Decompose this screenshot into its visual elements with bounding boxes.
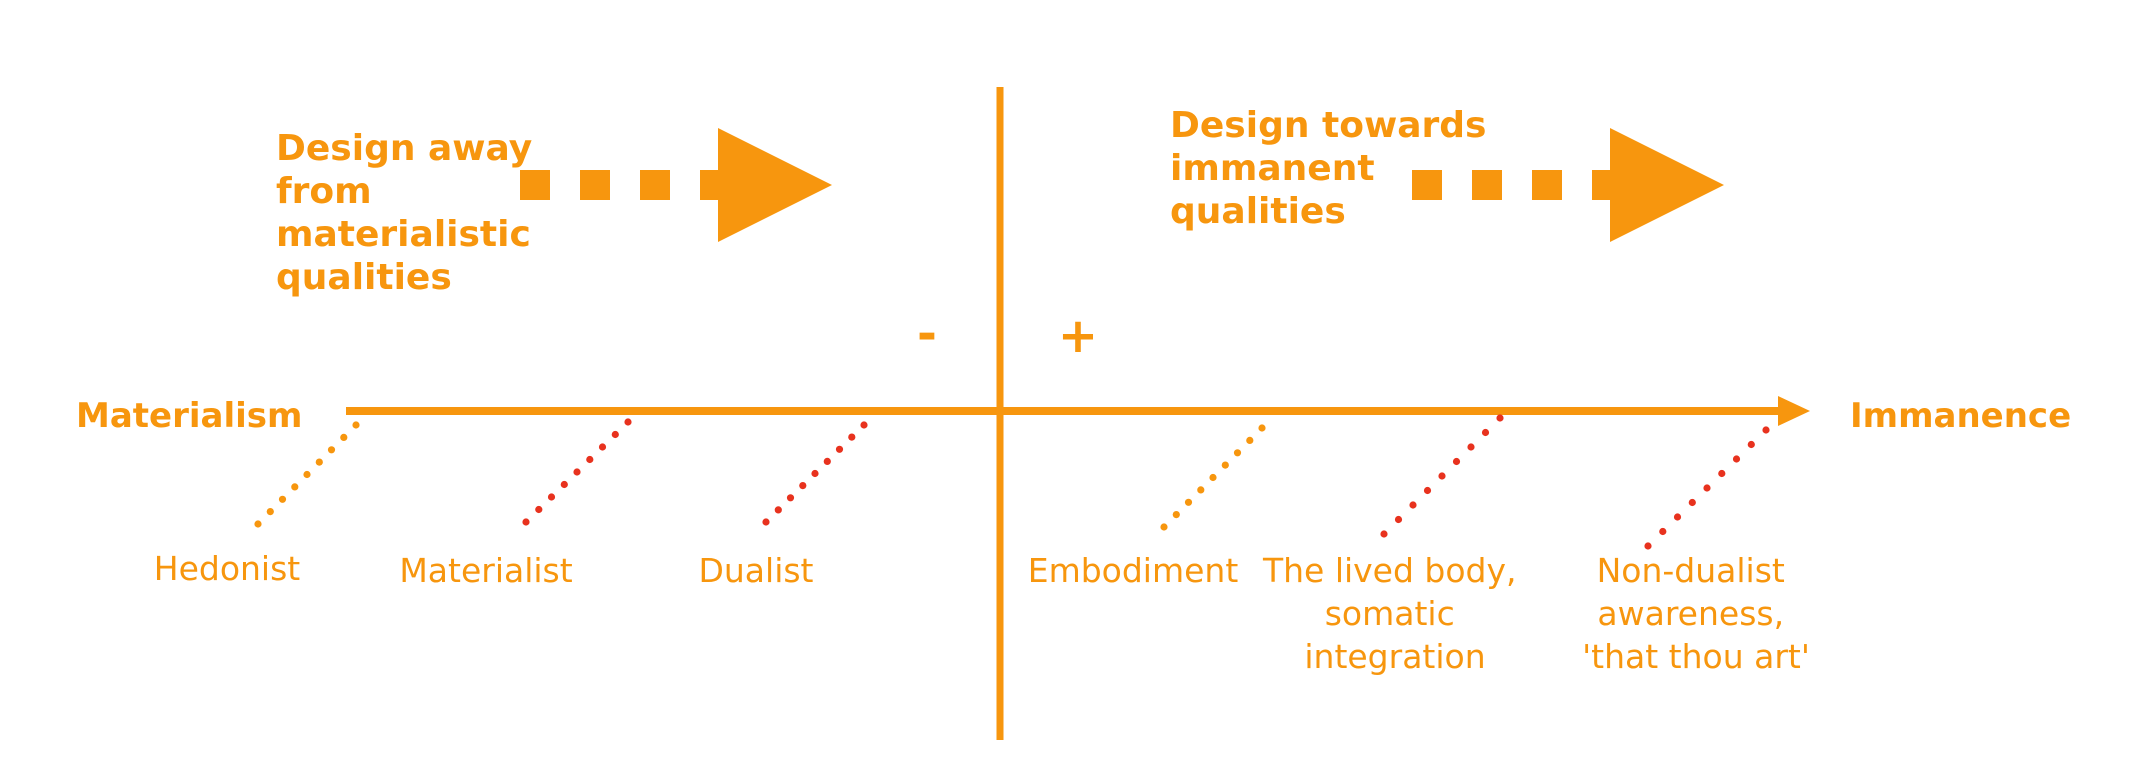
leader-dot [611,430,619,439]
leader-dot [1467,443,1475,451]
leader-dot [598,443,607,451]
leader-dot [1184,498,1193,506]
axis-left-label: Materialism [76,396,302,436]
negative-sign: - [917,306,937,362]
left-heading: Design away from materialistic qualities [276,128,545,298]
leader-dot [1209,473,1217,482]
leader-dot [278,495,287,503]
leader-dot [1197,486,1205,494]
leader-dot [266,508,274,516]
leader-dot [254,520,262,528]
leader-dot [1452,457,1461,466]
leader-dot [1718,469,1726,478]
leader-dot [1394,515,1403,524]
leader-dot [1659,527,1667,536]
leader-dot [1380,530,1388,538]
stage-leader-non-dualist [1644,426,1770,550]
leader-dot [1233,449,1242,457]
leader-dot [327,446,336,454]
leader-dot [848,433,856,441]
leader-dot [624,418,632,426]
leader-dot [799,482,807,490]
leader-dot [303,470,311,479]
leader-dot [1409,501,1417,509]
leader-dot [573,468,581,476]
leader-dot [291,483,299,491]
leader-dot [1481,428,1490,437]
leader-dot [1703,484,1711,492]
leader-dot [835,445,844,453]
leader-dot [535,505,543,514]
leader-dot [340,433,348,441]
axis-arrowhead [1778,396,1810,426]
leader-dot [1221,461,1229,469]
leader-dot [1673,513,1682,521]
leader-dot [786,494,795,502]
leader-dot [1246,436,1254,444]
positive-sign: + [1058,308,1098,364]
stage-label-dualist: Dualist [698,551,813,590]
right-heading: Design towards immanent qualities [1170,105,1499,232]
stage-leader-embodiment [1160,424,1266,531]
left-dotted-arrow [520,128,832,242]
leader-dot [1496,414,1504,422]
leader-dot [547,493,556,501]
stage-leader-materialist [522,418,632,526]
leader-dot [774,506,782,514]
leader-dot [1172,510,1180,519]
axis-right-label: Immanence [1850,396,2071,436]
leader-dot [315,458,323,466]
leader-dot [860,421,868,429]
leader-dot [586,455,594,464]
leader-dot [1160,523,1168,531]
leader-dot [1747,440,1755,449]
stage-label-embodiment: Embodiment [1028,551,1239,590]
leader-dot [560,480,568,489]
stage-leader-lived-body [1380,414,1504,538]
stage-label-lived-body: The lived body, somatic integration [1262,551,1527,676]
leader-dot [1644,542,1652,550]
leader-dot [1762,426,1770,434]
leader-dot [352,421,360,429]
leader-dot [1732,455,1741,463]
leader-dot [823,457,831,465]
right-dotted-arrow [1412,128,1724,242]
leader-dot [1438,472,1446,480]
stage-leader-dualist [762,421,868,526]
stage-label-non-dualist: Non-dualist awareness, 'that thou art' [1582,551,1810,676]
leader-dot [1423,486,1432,495]
leader-dot [1688,498,1696,507]
stage-label-hedonist: Hedonist [154,549,301,588]
leader-dot [811,469,819,478]
leader-dot [522,518,530,526]
leader-dot [1258,424,1266,432]
stage-label-materialist: Materialist [399,551,572,590]
leader-dot [762,518,770,526]
stage-leader-hedonist [254,421,360,528]
